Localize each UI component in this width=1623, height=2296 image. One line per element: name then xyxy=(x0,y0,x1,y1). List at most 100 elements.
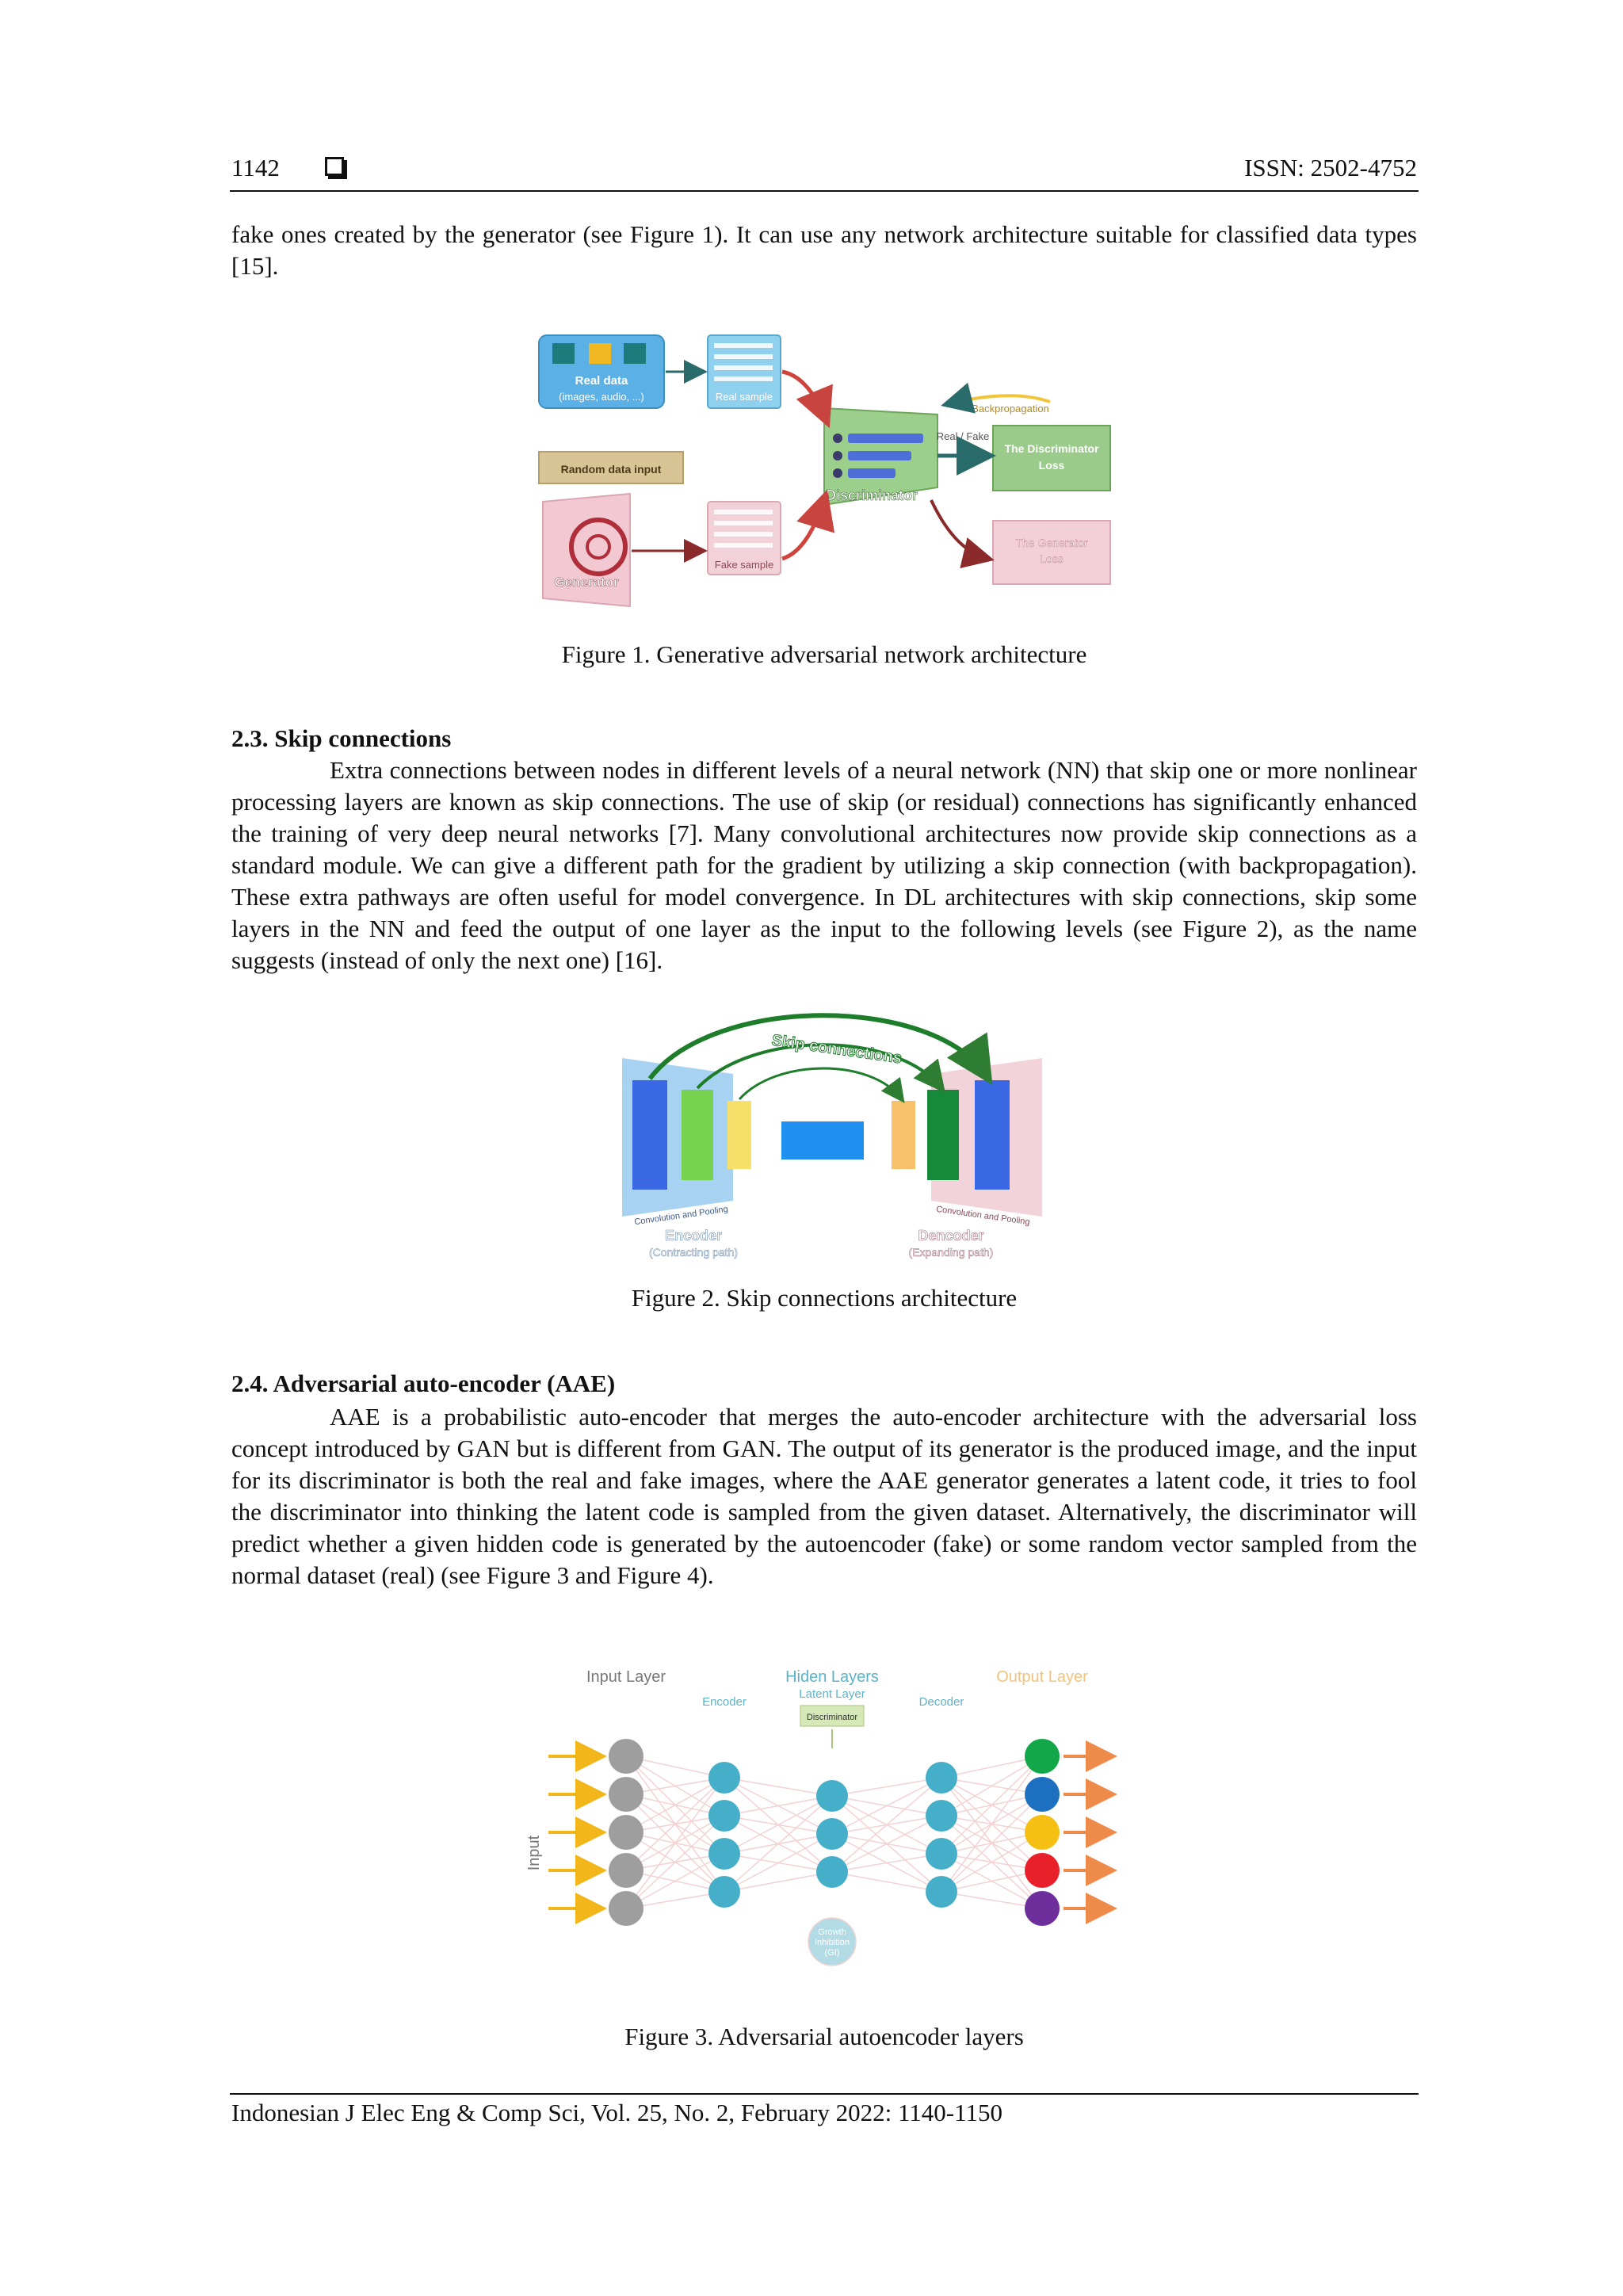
backpropagation-label: Backpropagation xyxy=(972,403,1049,415)
figure3-caption: Figure 3. Adversarial autoencoder layers xyxy=(624,2023,1024,2050)
network-edge xyxy=(941,1832,1043,1893)
growth-inhibition-node xyxy=(808,1917,857,1966)
network-edge xyxy=(941,1755,1043,1893)
disc-to-genloss-arrow xyxy=(930,499,995,569)
decoder-node xyxy=(926,1762,957,1794)
network-edge xyxy=(724,1777,833,1797)
discriminator-loss-box xyxy=(992,425,1111,491)
page-number: 1142 xyxy=(231,154,280,181)
generator-label: Generator xyxy=(554,575,619,590)
skip-connections-label: Skip connections xyxy=(770,1032,903,1068)
latent-node xyxy=(816,1856,848,1888)
fake-sample-box xyxy=(707,501,781,575)
latent-node xyxy=(816,1818,848,1850)
network-edge xyxy=(941,1794,1043,1893)
gi-label-1: Growth xyxy=(818,1927,846,1937)
network-edge xyxy=(831,1777,942,1873)
network-edge xyxy=(625,1853,725,1909)
encoder-sub-label: (Contracting path) xyxy=(649,1246,738,1259)
network-edge xyxy=(724,1795,833,1893)
network-edge xyxy=(831,1815,942,1873)
discriminator-box xyxy=(800,1705,865,1727)
issn: ISSN: 2502-4752 xyxy=(1244,154,1417,181)
footer-citation: Indonesian J Elec Eng & Comp Sci, Vol. 2… xyxy=(231,2099,1002,2126)
decoder-block-1 xyxy=(975,1080,1010,1190)
discriminator-loss-label-1: The Discriminator xyxy=(1004,442,1099,455)
checkbox-icon xyxy=(325,157,344,176)
real-data-label: Real data xyxy=(575,374,628,388)
gi-label-3: (GI) xyxy=(825,1948,840,1958)
audio-icon xyxy=(589,343,611,364)
section-2-3-paragraph: Extra connections between nodes in diffe… xyxy=(231,756,1417,974)
hidden-layers-label: Hiden Layers xyxy=(785,1668,879,1686)
network-edge xyxy=(831,1871,942,1893)
discriminator-label: Discriminator xyxy=(807,1713,858,1722)
decoder-label: Dencoder xyxy=(918,1228,983,1244)
output-node xyxy=(1025,1739,1060,1774)
output-layer-label: Output Layer xyxy=(996,1668,1088,1686)
section-2-4-paragraph: AAE is a probabilistic auto-encoder that… xyxy=(231,1403,1417,1589)
figure1-gan-diagram: Real data (images, audio, ...) Real samp… xyxy=(538,334,1111,608)
encoder-block-3 xyxy=(727,1101,751,1169)
output-node xyxy=(1025,1853,1060,1888)
figure2-skip-diagram: Skip connections Convolution and Pooling… xyxy=(622,1013,1042,1259)
input-node xyxy=(609,1853,643,1888)
random-input-label: Random data input xyxy=(561,463,662,476)
skip-arc-inner xyxy=(738,1067,905,1103)
skip-arc-middle xyxy=(696,1043,945,1094)
latent-node xyxy=(816,1780,848,1812)
network-edge xyxy=(625,1777,725,1833)
network-edge xyxy=(625,1815,725,1909)
encoder-block-2 xyxy=(682,1090,713,1180)
decoder-label: Decoder xyxy=(919,1695,964,1709)
decoder-node xyxy=(926,1800,957,1832)
generator-loss-label-2: Loss xyxy=(1040,552,1064,565)
discriminator-label: Discriminator xyxy=(826,487,918,503)
network-edge xyxy=(724,1833,833,1893)
figure2-caption: Figure 2. Skip connections architecture xyxy=(631,1284,1018,1312)
encoder-node xyxy=(708,1762,740,1794)
folder-icon xyxy=(624,343,646,364)
network-edge xyxy=(941,1755,1043,1855)
input-node xyxy=(609,1777,643,1812)
input-label: Input xyxy=(525,1835,543,1870)
figure1-caption: Figure 1. Generative adversarial network… xyxy=(561,640,1087,668)
network-edge xyxy=(724,1871,833,1893)
input-node xyxy=(609,1891,643,1926)
decoder-sub-label: (Expanding path) xyxy=(909,1246,994,1259)
section-2-3-heading: 2.3. Skip connections xyxy=(231,724,452,752)
decoder-block-3 xyxy=(892,1101,915,1169)
latent-layer-label: Latent Layer xyxy=(799,1687,865,1701)
real-data-sub-label: (images, audio, ...) xyxy=(559,391,644,403)
discriminator-loss-label-2: Loss xyxy=(1039,459,1065,472)
network-edge xyxy=(831,1853,942,1873)
real-fake-label: Real / Fake xyxy=(937,430,989,442)
io-arrows xyxy=(548,1740,1117,1924)
output-node xyxy=(1025,1777,1060,1812)
random-input-box xyxy=(538,451,684,484)
generator-loss-label-1: The Generator xyxy=(1015,537,1087,549)
fake-to-disc-arrow xyxy=(781,489,835,561)
figure3-aae-diagram: Input Layer Hiden Layers Latent Layer Ou… xyxy=(525,1668,1117,1966)
encoder-node xyxy=(708,1838,740,1870)
network-edge xyxy=(831,1777,942,1835)
skip-arc-outer xyxy=(647,1013,993,1086)
decoder-block-2 xyxy=(927,1090,959,1180)
real-sample-box xyxy=(707,334,781,409)
network-edge xyxy=(724,1795,833,1817)
backprop-arrow xyxy=(941,382,1051,414)
encoder-node xyxy=(708,1876,740,1908)
brain-icon xyxy=(569,518,628,576)
network-edge xyxy=(724,1795,833,1855)
network-edge xyxy=(831,1777,942,1797)
real-sample-label: Real sample xyxy=(716,391,773,403)
network-nodes xyxy=(609,1739,1060,1926)
output-node xyxy=(1025,1891,1060,1926)
section-2-4-heading: 2.4. Adversarial auto-encoder (AAE) xyxy=(231,1370,616,1397)
image-icon xyxy=(552,343,575,364)
encoder-label: Encoder xyxy=(665,1228,722,1244)
input-node xyxy=(609,1739,643,1774)
intro-paragraph: fake ones created by the generator (see … xyxy=(231,220,1417,280)
fake-sample-label: Fake sample xyxy=(715,559,773,571)
network-edge xyxy=(625,1777,725,1909)
